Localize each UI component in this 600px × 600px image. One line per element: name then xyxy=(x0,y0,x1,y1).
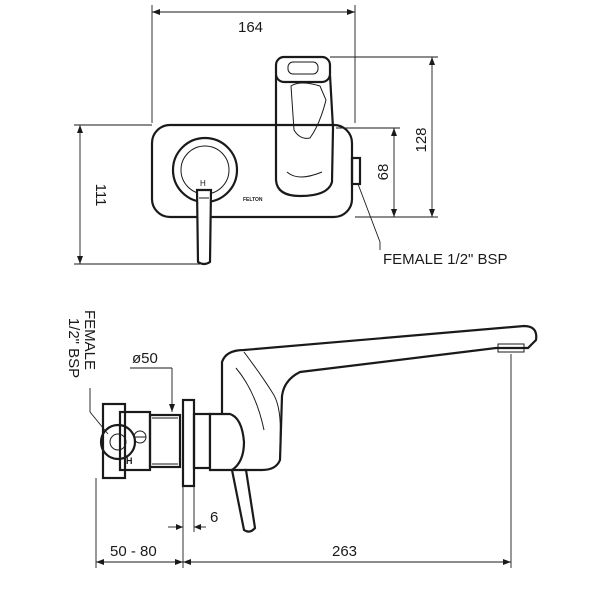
dim-outlet-height-label: 68 xyxy=(375,164,392,181)
dim-plate-111: 111 xyxy=(74,124,200,265)
body-cartridge-lines xyxy=(152,417,178,465)
body-cartridge-extension xyxy=(148,413,182,469)
dim-diameter-callout: ø50 xyxy=(130,350,175,412)
thread-callout-label: FEMALE 1/2" BSP xyxy=(383,251,508,268)
spout-bottom-highlight xyxy=(286,171,323,178)
dim-plate-thickness-label: 6 xyxy=(210,509,218,526)
spout-top-highlight xyxy=(290,82,327,139)
spout-body-front xyxy=(274,74,335,198)
front-view: H FELTON 164 128 xyxy=(74,5,508,268)
thread-callout-front: FEMALE 1/2" BSP xyxy=(357,183,508,268)
thread-inlet xyxy=(350,156,362,186)
dim-wall-depth: 50 - 80 xyxy=(96,543,183,565)
spout-side-curve-inner xyxy=(235,367,265,431)
dim-height-total-label: 128 xyxy=(413,127,430,152)
dim-plate-height-label: 111 xyxy=(92,184,109,207)
side-thread-line2: 1/2" BSP xyxy=(65,318,82,378)
thread-callout-side: FEMALE 1/2" BSP xyxy=(65,310,109,435)
handle-body xyxy=(208,412,246,472)
inlet-port-inner xyxy=(109,433,127,451)
dim-spout-reach-label: 263 xyxy=(332,543,357,560)
dim-diameter-label: ø50 xyxy=(132,350,158,367)
dim-width-164: 164 xyxy=(151,5,356,123)
inlet-port xyxy=(99,423,137,461)
body-left-flange xyxy=(101,402,127,480)
wall-plate xyxy=(150,123,354,219)
front-handle-mark: H xyxy=(200,179,206,188)
mixer-lever xyxy=(195,188,213,266)
spout-outlet-side xyxy=(497,343,525,353)
side-thread-line1: FEMALE xyxy=(81,310,98,370)
side-lever xyxy=(230,468,257,533)
dim-height-128: 128 xyxy=(330,56,438,218)
dim-width-label: 164 xyxy=(238,19,263,36)
spout-aerator xyxy=(287,61,319,75)
spout-body-side xyxy=(220,324,538,472)
dim-plate-thickness: 6 xyxy=(168,509,218,530)
collar xyxy=(192,412,212,470)
cover-plate xyxy=(181,398,196,488)
dim-outlet-68: 68 xyxy=(336,127,400,217)
side-view: H FEMALE 1/2" BSP ø50 xyxy=(65,310,538,568)
spout-side-curve xyxy=(243,351,281,441)
spout-outlet-front xyxy=(274,55,332,84)
dim-spout-reach: 263 xyxy=(183,543,511,565)
dim-wall-depth-label: 50 - 80 xyxy=(110,543,157,560)
brand-mark: FELTON xyxy=(243,197,263,203)
side-handle-mark: H xyxy=(126,456,133,466)
